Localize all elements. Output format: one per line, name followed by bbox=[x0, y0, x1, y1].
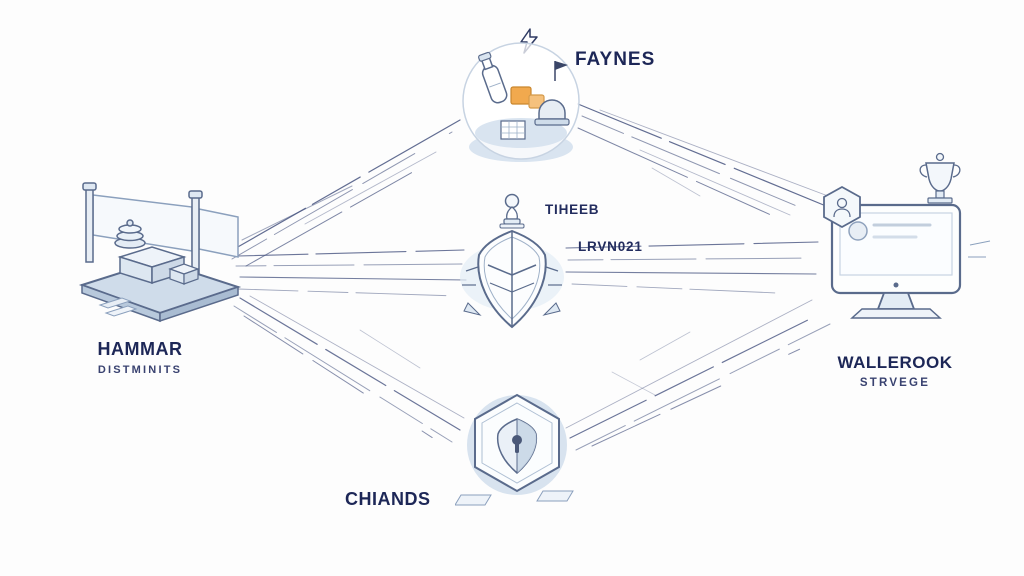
machine-label: HAMMAR DISTMINITS bbox=[75, 338, 205, 377]
isometric-machine-icon bbox=[78, 182, 242, 323]
lab-label: FAYNES bbox=[575, 48, 655, 72]
emblem-label-bottom: LRVN021 bbox=[578, 239, 643, 254]
hexagon-shield-icon bbox=[454, 393, 574, 506]
node-machine bbox=[70, 165, 245, 335]
node-workstation bbox=[812, 145, 1002, 335]
shield-emblem-icon bbox=[460, 193, 564, 329]
badge-title: CHIANDS bbox=[345, 489, 431, 509]
node-lab bbox=[455, 35, 590, 180]
trophy-icon bbox=[919, 152, 961, 204]
monitor-icon bbox=[823, 152, 991, 319]
workstation-title: WALLEROOK bbox=[837, 353, 953, 372]
badge-label: CHIANDS bbox=[345, 488, 431, 511]
emblem-label-top: TIHEEB bbox=[545, 202, 600, 217]
machine-title: HAMMAR bbox=[97, 339, 183, 359]
node-badge bbox=[454, 385, 580, 525]
workstation-subtitle: STRVEGE bbox=[859, 377, 931, 390]
hexagon-user-badge-icon bbox=[823, 185, 861, 229]
machine-subtitle: DISTMINITS bbox=[97, 363, 183, 376]
laboratory-circle-icon bbox=[462, 42, 580, 162]
workstation-label: WALLEROOK STRVEGE bbox=[820, 352, 970, 391]
lab-title: FAYNES bbox=[575, 49, 656, 70]
node-emblem bbox=[450, 185, 580, 350]
